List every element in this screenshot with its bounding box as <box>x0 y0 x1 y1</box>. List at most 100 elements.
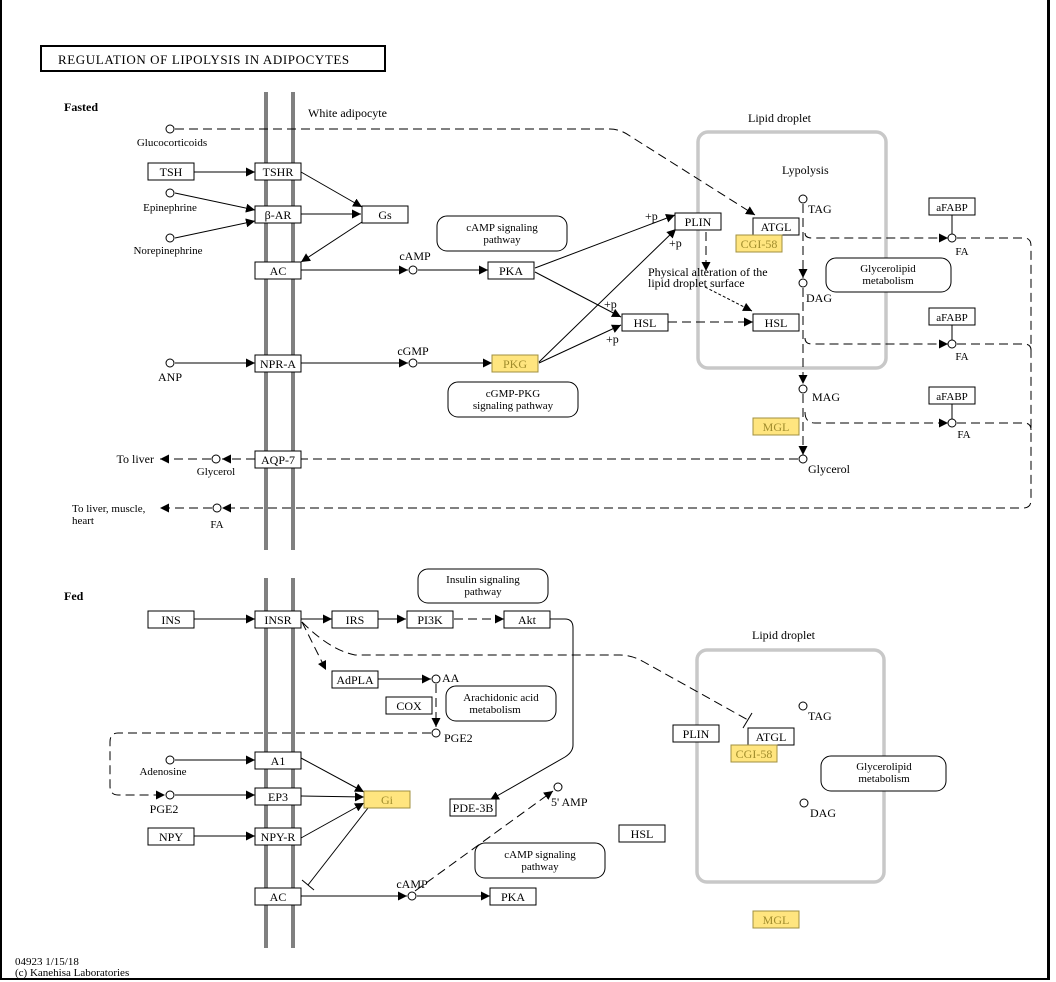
gene-npr-a[interactable]: NPR-A <box>254 354 302 373</box>
gene-mgl-fed[interactable]: MGL <box>752 910 800 929</box>
gene-afabp-2[interactable]: aFABP <box>928 307 976 326</box>
gene-a1[interactable]: A1 <box>254 751 302 770</box>
gene-tsh[interactable]: TSH <box>147 162 195 181</box>
section-fasted-label: Fasted <box>64 100 98 114</box>
lipid-droplet-label: Lipid droplet <box>752 628 816 642</box>
gene-cgi-58-fed[interactable]: CGI-58 <box>730 744 778 763</box>
gene-tshr[interactable]: TSHR <box>254 162 302 181</box>
svg-text:FA: FA <box>955 351 968 363</box>
gene-ac-fed[interactable]: AC <box>254 887 302 906</box>
compound-pge2-produced[interactable]: PGE2 <box>431 728 473 745</box>
compound-tag[interactable]: TAG <box>798 194 832 216</box>
svg-text:cAMP signaling: cAMP signaling <box>466 222 538 234</box>
gene-pi3k[interactable]: PI3K <box>406 610 454 629</box>
svg-text:AC: AC <box>270 264 287 278</box>
svg-text:metabolism: metabolism <box>469 704 521 716</box>
gene-aqp-7[interactable]: AQP-7 <box>254 450 302 469</box>
gene-pka-fed[interactable]: PKA <box>489 887 537 906</box>
compound-camp[interactable]: cAMP <box>399 249 431 275</box>
gene-beta-ar[interactable]: β-AR <box>254 205 302 224</box>
svg-text:cAMP: cAMP <box>396 877 428 891</box>
gene-hsl-droplet[interactable]: HSL <box>752 313 800 332</box>
compound-camp-fed[interactable]: cAMP <box>396 877 428 901</box>
compound-pge2[interactable]: PGE2 <box>150 790 179 816</box>
gene-ins[interactable]: INS <box>147 610 195 629</box>
gene-atgl[interactable]: ATGL <box>752 217 800 236</box>
svg-text:IRS: IRS <box>346 613 365 627</box>
gene-irs[interactable]: IRS <box>331 610 379 629</box>
physical-alteration-label: Physical alteration of the <box>648 265 768 279</box>
gene-adpla[interactable]: AdPLA <box>331 670 379 689</box>
gene-plin[interactable]: PLIN <box>674 212 722 231</box>
svg-text:metabolism: metabolism <box>858 773 910 785</box>
footer-copyright: (c) Kanehisa Laboratories <box>15 967 129 979</box>
svg-text:AdPLA: AdPLA <box>336 673 374 687</box>
svg-text:signaling pathway: signaling pathway <box>473 400 554 412</box>
compound-cgmp[interactable]: cGMP <box>397 344 429 368</box>
compound-norepinephrine[interactable]: Norepinephrine <box>133 233 203 257</box>
compound-glycerol-droplet[interactable]: Glycerol <box>798 454 851 476</box>
section-fed-label: Fed <box>64 589 84 603</box>
gene-cgi-58[interactable]: CGI-58 <box>735 234 783 253</box>
svg-text:MAG: MAG <box>812 390 840 404</box>
compound-fa-2[interactable]: FA <box>947 339 969 363</box>
edge <box>704 286 753 312</box>
phospho-label: +p <box>645 209 658 223</box>
phospho-label: +p <box>669 236 682 250</box>
gene-akt[interactable]: Akt <box>503 610 551 629</box>
gene-ep3[interactable]: EP3 <box>254 787 302 806</box>
svg-text:pathway: pathway <box>521 861 559 873</box>
svg-text:PKG: PKG <box>503 357 527 371</box>
compound-mag[interactable]: MAG <box>798 384 840 404</box>
compound-glucocorticoids[interactable]: Glucocorticoids <box>137 124 207 149</box>
compound-5-amp[interactable]: 5' AMP <box>551 782 588 809</box>
svg-text:NPR-A: NPR-A <box>260 357 296 371</box>
svg-text:DAG: DAG <box>810 806 836 820</box>
inhibition-bar <box>742 712 753 729</box>
svg-text:Arachidonic acid: Arachidonic acid <box>463 692 539 704</box>
gene-pde-3b[interactable]: PDE-3B <box>449 798 497 817</box>
gene-pkg[interactable]: PKG <box>491 354 539 373</box>
compound-glycerol-out[interactable]: Glycerol <box>197 454 235 478</box>
gene-gs[interactable]: Gs <box>361 205 409 224</box>
compound-dag[interactable]: DAG <box>798 278 832 305</box>
gene-plin-fed[interactable]: PLIN <box>672 724 720 743</box>
gene-afabp-1[interactable]: aFABP <box>928 197 976 216</box>
gene-atgl-fed[interactable]: ATGL <box>747 727 795 746</box>
gene-mgl[interactable]: MGL <box>752 417 800 436</box>
compound-aa[interactable]: AA <box>431 671 460 685</box>
gene-pka[interactable]: PKA <box>487 261 535 280</box>
compound-anp[interactable]: ANP <box>158 358 182 384</box>
svg-text:cGMP: cGMP <box>397 344 429 358</box>
lipid-droplet-fasted <box>696 130 888 370</box>
compound-fa-3[interactable]: FA <box>947 418 971 441</box>
gene-ac[interactable]: AC <box>254 261 302 280</box>
compound-dag-fed[interactable]: DAG <box>799 798 836 820</box>
gene-afabp-3[interactable]: aFABP <box>928 386 976 405</box>
gene-insr[interactable]: INSR <box>254 610 302 629</box>
compound-fa-1[interactable]: FA <box>947 233 969 258</box>
svg-text:ANP: ANP <box>158 370 182 384</box>
edge-glucocorticoids-atgl <box>175 128 756 216</box>
gene-hsl-cytosol[interactable]: HSL <box>621 313 669 332</box>
gene-gi[interactable]: Gi <box>363 790 411 809</box>
svg-text:MGL: MGL <box>763 913 790 927</box>
compound-adenosine[interactable]: Adenosine <box>139 755 187 778</box>
gene-hsl-fed[interactable]: HSL <box>618 824 666 843</box>
compound-epinephrine[interactable]: Epinephrine <box>143 188 197 214</box>
phospho-label: +p <box>604 297 617 311</box>
edge-fa-out <box>222 237 1032 513</box>
compound-fa-out[interactable]: FA <box>210 503 224 531</box>
gene-cox[interactable]: COX <box>385 696 433 715</box>
gene-npy[interactable]: NPY <box>147 827 195 846</box>
compound-tag-fed[interactable]: TAG <box>798 701 832 723</box>
gene-npy-r[interactable]: NPY-R <box>254 827 302 846</box>
